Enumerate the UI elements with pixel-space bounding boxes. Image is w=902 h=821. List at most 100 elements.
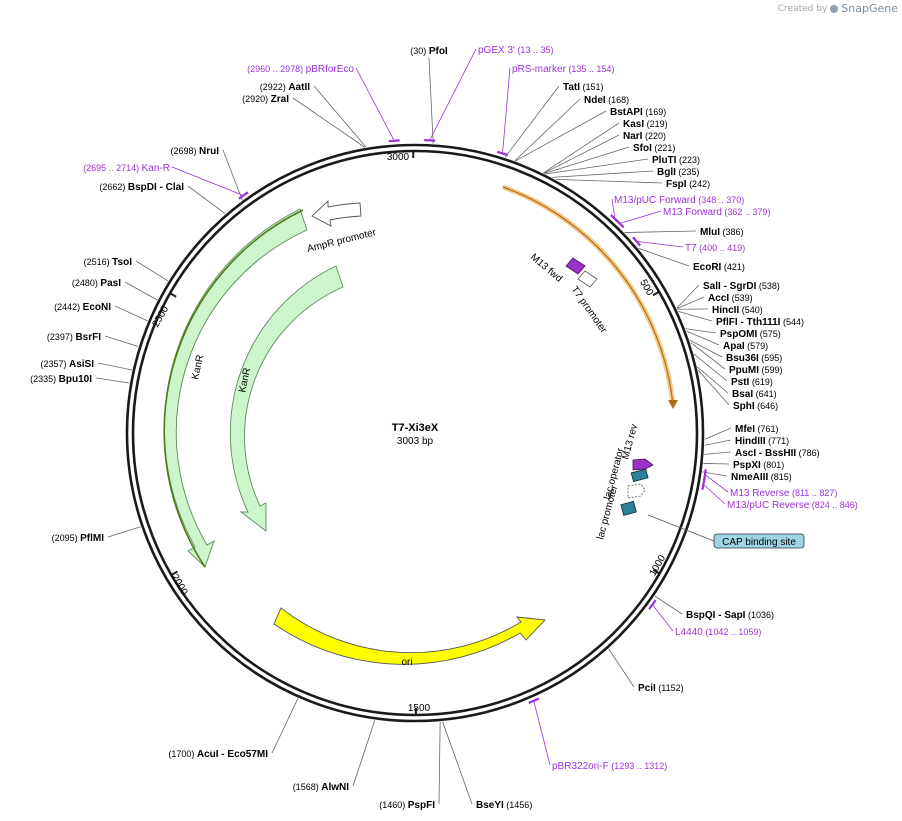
site-pos-aatii: (2922)	[260, 82, 289, 92]
site-leader-pflfi-tth111i	[678, 311, 713, 322]
site-label-bspdi-clai: (2662) BspDI - ClaI	[99, 182, 184, 193]
site-pos-tati: (151)	[580, 82, 604, 92]
site-name-bpu10i: Bpu10I	[59, 374, 93, 385]
primer-range-m13-puc-reverse: (824 .. 846)	[809, 500, 858, 510]
kanr-inner-arrow	[229, 265, 344, 532]
site-leader-psti	[693, 353, 728, 382]
site-name-alwni: AlwNI	[321, 782, 349, 793]
site-pos-bsu36i: (595)	[759, 353, 783, 363]
site-pos-pcii: (1152)	[656, 683, 684, 693]
primer-label-t7: T7 (400 .. 419)	[685, 243, 745, 254]
site-name-sfoi: SfoI	[633, 143, 652, 154]
primer-name-prs-marker: pRS-marker	[512, 64, 567, 75]
site-pos-zrai: (2920)	[242, 94, 271, 104]
primer-name-pgex-3: pGEX 3'	[478, 45, 515, 56]
site-leader-mlui	[624, 230, 697, 233]
site-pos-asisi: (2357)	[40, 359, 69, 369]
site-label-pcii: PciI (1152)	[638, 683, 684, 694]
primer-name-m13-puc-reverse: M13/pUC Reverse	[727, 500, 810, 511]
site-leader-sfoi	[544, 146, 630, 174]
site-pos-pluti: (223)	[676, 155, 700, 165]
primer-mark-kan-r	[238, 191, 249, 200]
primer-name-m13-puc-forward: M13/pUC Forward	[614, 195, 696, 206]
site-leader-bstapi	[515, 110, 607, 162]
site-label-pflfi-tth111i: PflFI - Tth111I (544)	[716, 317, 804, 328]
lac-operator-marker	[630, 468, 649, 483]
tick-label-2500: 2500	[151, 304, 172, 329]
primer-marks	[171, 48, 729, 766]
site-label-zrai: (2920) ZraI	[242, 94, 289, 105]
site-name-acci: AccI	[708, 293, 729, 304]
primer-mark-prs-marker	[496, 150, 509, 157]
site-pos-hindiii: (771)	[766, 436, 790, 446]
primer-mark-pgex-3	[424, 139, 436, 142]
site-name-pspxi: PspXI	[733, 460, 761, 471]
site-leader-acci	[676, 296, 705, 310]
site-leader-tati	[504, 85, 560, 158]
primer-mark-m13-puc-reverse	[701, 478, 706, 490]
site-pos-bgli: (235)	[676, 167, 700, 177]
site-leader-ppumi	[690, 342, 726, 370]
site-pos-mlui: (386)	[720, 227, 744, 237]
site-leader-zrai	[292, 97, 366, 148]
site-leader-pspomi	[685, 328, 717, 334]
site-label-apai: ApaI (579)	[723, 341, 768, 352]
site-pos-asci-bsshii: (786)	[796, 448, 820, 458]
site-name-sphi: SphI	[733, 401, 755, 412]
site-leader-nari	[543, 134, 620, 174]
site-leader-pcii	[608, 648, 635, 688]
site-leader-aatii	[313, 85, 367, 148]
site-pos-bstapi: (169)	[643, 107, 667, 117]
primer-name-m13-forward: M13 Forward	[663, 207, 722, 218]
primer-label-m13-reverse: M13 Reverse (811 .. 827)	[730, 488, 837, 499]
primer-leader-pbr322ori-f	[533, 700, 551, 766]
feature-ori: ori	[401, 657, 412, 668]
site-name-hindiii: HindIII	[735, 436, 766, 447]
site-label-pluti: PluTI (223)	[652, 155, 700, 166]
site-label-sali-sgrdi: SalI - SgrDI (538)	[703, 281, 780, 292]
primer-label-l4440: L4440 (1042 .. 1059)	[675, 627, 761, 638]
site-pos-alwni: (1568)	[293, 782, 322, 792]
site-label-nari: NarI (220)	[623, 131, 666, 142]
site-name-kasi: KasI	[623, 119, 644, 130]
site-label-pspomi: PspOMI (575)	[720, 329, 781, 340]
site-leader-asisi	[97, 362, 133, 371]
site-label-hincii: HincII (540)	[712, 305, 763, 316]
cap-leader	[647, 514, 715, 542]
site-leader-acui-eco57mi	[271, 698, 299, 754]
site-leader-bsu36i	[689, 339, 723, 358]
primer-leader-m13-puc-reverse	[703, 484, 726, 505]
primer-name-pbrforeco: pBRforEco	[306, 64, 355, 75]
site-label-psti: PstI (619)	[731, 377, 773, 388]
snapgene-credit: Created by SnapGene	[778, 2, 898, 15]
primer-leader-pbrforeco	[355, 67, 395, 141]
site-name-sali-sgrdi: SalI - SgrDI	[703, 281, 757, 292]
primer-label-prs-marker: pRS-marker (135 .. 154)	[512, 64, 614, 75]
primer-leader-m13-reverse	[704, 474, 729, 493]
site-label-bstapi: BstAPI (169)	[610, 107, 666, 118]
site-pos-mfei: (761)	[755, 424, 779, 434]
tick-label-2000: 2000	[169, 572, 190, 597]
primer-leader-t7	[636, 240, 684, 248]
site-name-hincii: HincII	[712, 305, 739, 316]
tick-mark-2000	[170, 570, 178, 576]
site-leader-ecori	[638, 248, 690, 267]
tick-label-3000: 3000	[387, 152, 410, 163]
site-name-ppumi: PpuMI	[729, 365, 759, 376]
site-label-nrui: (2698) NruI	[170, 146, 219, 157]
site-leader-mfei	[704, 427, 732, 440]
cap-binding-label: CAP binding site	[722, 537, 796, 548]
site-leader-bspdi-clai	[187, 185, 226, 215]
site-pos-ecori: (421)	[721, 262, 745, 272]
site-pos-ndei: (168)	[606, 95, 630, 105]
site-label-hindiii: HindIII (771)	[735, 436, 789, 447]
site-leader-asci-bsshii	[704, 451, 732, 455]
site-pos-sphi: (646)	[755, 401, 779, 411]
site-label-bgli: BglI (235)	[657, 167, 699, 178]
site-leader-fspi	[555, 178, 663, 184]
site-leader-lines	[95, 57, 732, 805]
primer-range-pgex-3: (13 .. 35)	[515, 45, 554, 55]
site-pos-kasi: (219)	[644, 119, 668, 129]
site-leader-pflmi	[107, 526, 141, 538]
